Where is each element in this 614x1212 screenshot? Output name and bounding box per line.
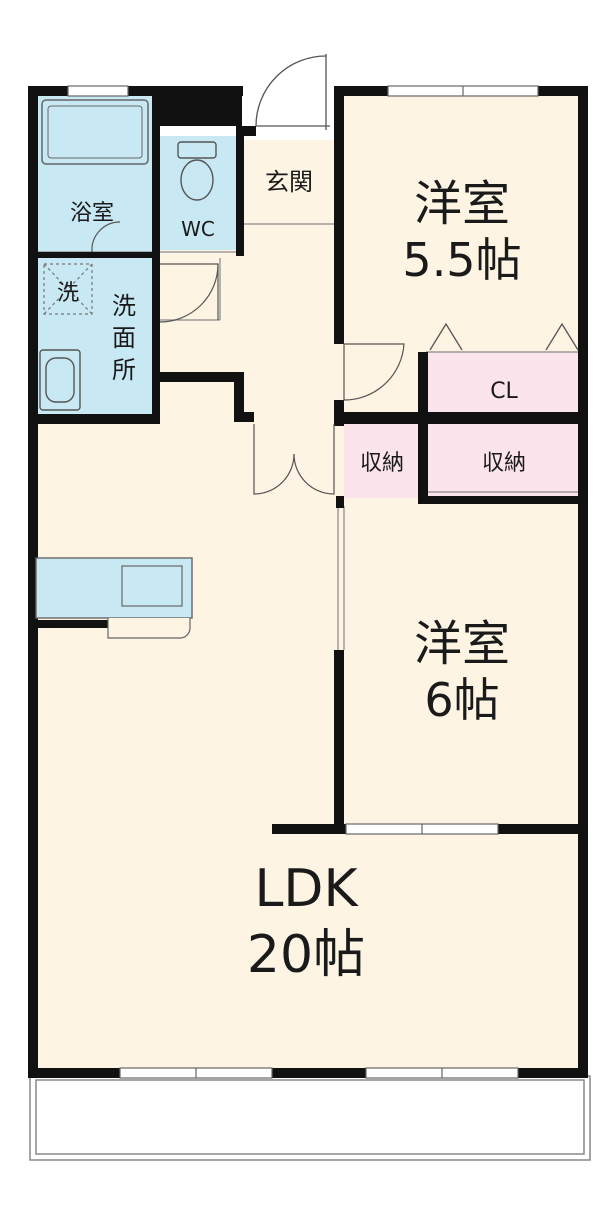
balcony (29, 1075, 591, 1161)
windows (67, 85, 539, 1079)
bedroom2-name: 洋室 (414, 616, 510, 672)
ldk-name: LDK (254, 859, 359, 919)
storage1-floor (344, 424, 420, 498)
washer-space (43, 263, 93, 315)
entrance-label: 玄関 (265, 168, 313, 196)
bedroom2-floor (340, 500, 584, 830)
wc-label: WC (181, 217, 215, 241)
bedroom2-size: 6帖 (424, 673, 499, 727)
bedroom1-name: 洋室 (414, 176, 510, 232)
washroom-label-line1: 洗 (112, 292, 136, 320)
washroom-label-line2: 面 (112, 324, 136, 352)
washer-label: 洗 (57, 281, 79, 306)
washbasin (39, 349, 81, 411)
ldk-size: 20帖 (247, 925, 365, 985)
storage2-label: 収納 (482, 451, 526, 476)
kitchen-counter (35, 557, 193, 639)
entrance-door (255, 54, 330, 130)
bathtub (41, 99, 149, 165)
storage2-floor (426, 424, 582, 498)
washroom-label-line3: 所 (112, 356, 136, 384)
toilet (177, 141, 217, 201)
room-fills (36, 92, 584, 1070)
closet-floor (426, 352, 582, 414)
bedroom1-size: 5.5帖 (402, 233, 521, 287)
storage1-label: 収納 (360, 451, 404, 476)
closet-doors (429, 322, 579, 351)
doors (91, 221, 405, 495)
bath-label: 浴室 (70, 201, 114, 226)
closet-label: CL (490, 379, 518, 404)
